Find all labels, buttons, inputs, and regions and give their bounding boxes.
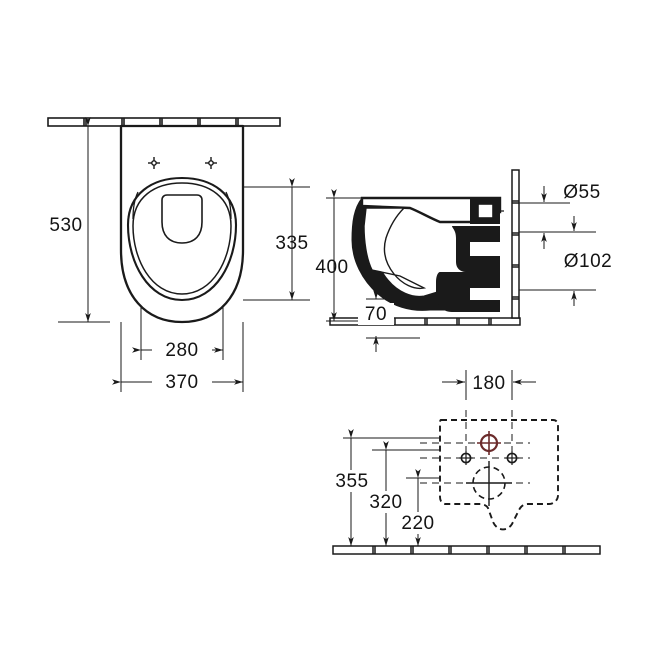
dimension-400: 400 (315, 189, 372, 322)
dimension-320: 320 (366, 441, 440, 546)
side-section-view: 400 70 Ø55 Ø102 (315, 169, 612, 352)
dimension-dia-55: Ø55 (519, 182, 600, 249)
dimension-dia-55-label: Ø55 (563, 182, 600, 203)
dimension-355-label: 355 (335, 471, 368, 492)
dimension-220: 220 (398, 469, 440, 546)
dimension-70: 70 (358, 283, 420, 352)
seat-hinge-left (132, 191, 139, 220)
flush-inlet-fitting (470, 198, 506, 224)
dimension-220-label: 220 (401, 513, 434, 534)
rear-bowl-dashed-outline (439, 419, 559, 531)
fixing-hole-left-icon (459, 451, 473, 465)
bowl-outline (119, 124, 245, 324)
rear-floor-band (332, 545, 601, 555)
dimension-370: 370 (112, 322, 244, 393)
dimension-dia-102-label: Ø102 (564, 251, 612, 272)
seat-hinge-right (225, 191, 232, 220)
dimension-530: 530 (49, 117, 110, 323)
plan-wall-band (47, 117, 281, 127)
bowl-section-cavity (363, 207, 427, 290)
hinge-right-icon (205, 157, 217, 169)
dimension-370-label: 370 (165, 372, 198, 393)
dimension-530-label: 530 (49, 215, 82, 236)
dimension-400-label: 400 (315, 257, 348, 278)
outlet-trap-assembly (436, 226, 500, 312)
plan-view: 530 335 280 370 (47, 117, 310, 393)
rear-mounting-view: 180 355 320 220 (332, 370, 601, 555)
dimension-335: 335 (243, 178, 310, 301)
dimension-355: 355 (332, 429, 440, 546)
fixing-hole-right-icon (505, 451, 519, 465)
seat-ring-outer (126, 176, 238, 302)
flush-aperture (161, 194, 203, 244)
dimension-180-label: 180 (472, 373, 505, 394)
hinge-left-icon (148, 157, 160, 169)
dimension-320-label: 320 (369, 492, 402, 513)
seat-ring-inner (132, 182, 232, 295)
dimension-280-label: 280 (165, 340, 198, 361)
dimension-280: 280 (132, 305, 224, 361)
rear-vertical-construction-lines (465, 410, 513, 466)
dimension-dia-102: Ø102 (519, 216, 612, 306)
dimension-70-label: 70 (365, 304, 387, 325)
outlet-hole-icon (466, 461, 512, 506)
side-wall-band (511, 169, 520, 319)
dimension-335-label: 335 (275, 233, 308, 254)
dimension-180: 180 (442, 370, 536, 400)
fixing-hole-center-icon (477, 431, 501, 455)
